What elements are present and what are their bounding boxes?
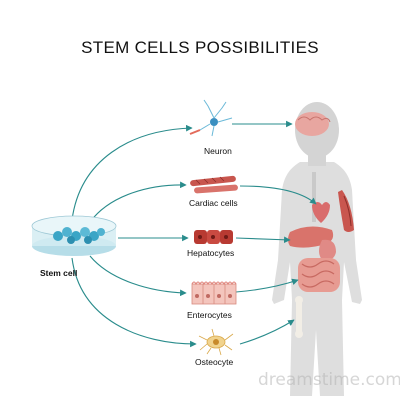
stomach-organ — [319, 239, 336, 261]
intestines-organ — [298, 258, 340, 292]
heart-organ — [312, 202, 330, 223]
watermark: dreamstime.com — [258, 370, 400, 390]
enterocytes-label: Enterocytes — [187, 310, 232, 320]
neuron-label: Neuron — [204, 146, 232, 156]
femur-bone — [295, 296, 303, 338]
neuron-icon — [189, 99, 233, 137]
arm-muscle — [338, 190, 354, 232]
stem-cells-cluster — [53, 227, 105, 244]
page-title: STEM CELLS POSSIBILITIES — [81, 38, 319, 57]
cardiac-cells-label: Cardiac cells — [189, 198, 238, 208]
cardiac-cells-icon — [190, 175, 238, 194]
spine-trachea — [312, 172, 316, 222]
petri-dish — [31, 215, 117, 256]
hepatocytes-label: Hepatocytes — [187, 248, 235, 258]
hepatocytes-icon — [194, 230, 233, 244]
human-body-silhouette — [272, 102, 362, 396]
osteocyte-label: Osteocyte — [195, 357, 234, 367]
osteocyte-icon — [198, 328, 234, 356]
brain-organ — [295, 112, 331, 136]
stem-cell-label: Stem cell — [40, 268, 78, 278]
enterocytes-icon — [191, 281, 237, 305]
organ-arrows — [232, 120, 317, 345]
differentiation-arrows — [71, 124, 197, 348]
